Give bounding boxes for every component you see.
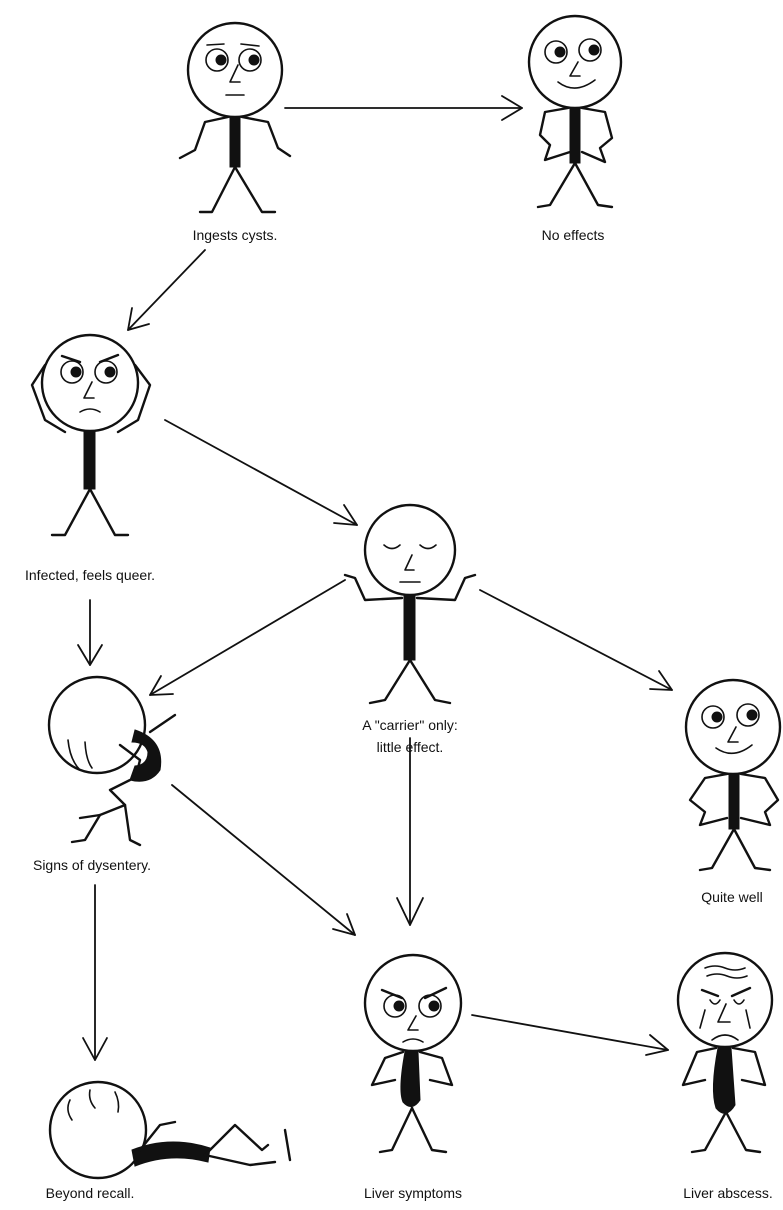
figure-ingests-cysts: Ingests cysts.	[178, 21, 292, 243]
arrow-dysentery-to-beyond	[82, 884, 108, 1061]
figure-no-effects: No effects	[527, 14, 623, 243]
label-carrier-line1: A "carrier" only:	[362, 717, 458, 733]
arrow-ingests-to-infected	[127, 249, 206, 331]
arrow-dysentery-to-liver-symptoms	[171, 784, 356, 936]
arrow-carrier-to-quite-well	[479, 589, 673, 691]
figure-quite-well: Quite well	[684, 678, 782, 905]
label-carrier-line2: little effect.	[377, 739, 444, 755]
label-liver-abscess: Liver abscess.	[683, 1185, 772, 1201]
arrow-liver-symptoms-to-liver-abscess	[471, 1014, 669, 1056]
label-infected: Infected, feels queer.	[25, 567, 155, 583]
arrow-infected-to-dysentery	[77, 599, 103, 666]
label-no-effects: No effects	[542, 227, 605, 243]
figure-beyond-recall: Beyond recall.	[46, 1080, 292, 1201]
label-liver-symptoms: Liver symptoms	[364, 1185, 462, 1201]
arrow-infected-to-carrier	[164, 419, 358, 526]
label-ingests-cysts: Ingests cysts.	[193, 227, 278, 243]
label-quite-well: Quite well	[701, 889, 762, 905]
label-dysentery: Signs of dysentery.	[33, 857, 151, 873]
figure-dysentery: Signs of dysentery.	[33, 675, 177, 873]
arrow-carrier-to-liver-symptoms	[396, 737, 424, 926]
figure-liver-abscess: Liver abscess.	[676, 951, 774, 1201]
figure-liver-symptoms: Liver symptoms	[363, 953, 463, 1201]
arrows	[77, 95, 673, 1061]
arrow-carrier-to-dysentery	[149, 579, 346, 696]
arrow-ingests-to-no-effects	[284, 95, 523, 121]
label-beyond-recall: Beyond recall.	[46, 1185, 135, 1201]
figure-carrier: A "carrier" only: little effect.	[343, 503, 477, 755]
figure-infected: Infected, feels queer.	[25, 333, 155, 583]
